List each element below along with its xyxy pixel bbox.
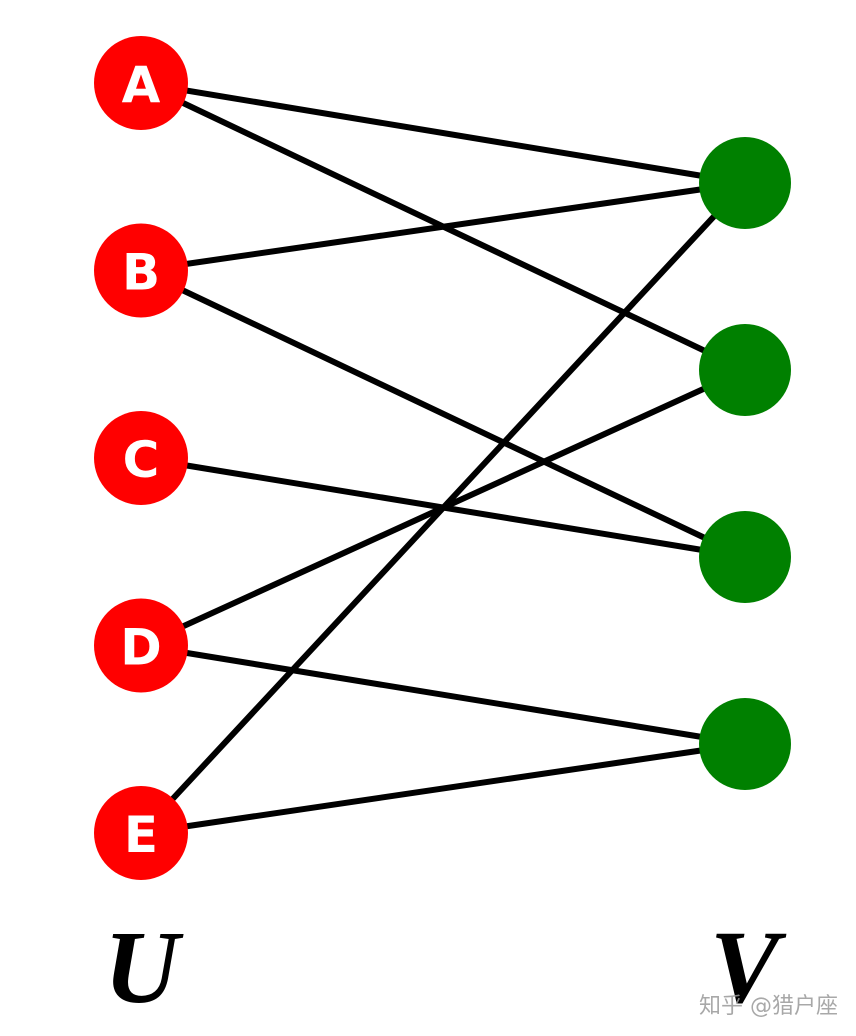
v-node-v1 bbox=[699, 137, 791, 229]
u-node-label: E bbox=[124, 806, 158, 864]
u-node-A: A bbox=[94, 36, 188, 130]
v-node-set bbox=[699, 137, 791, 790]
u-node-label: B bbox=[122, 244, 160, 302]
edge-D-v4 bbox=[138, 642, 748, 747]
set-label-u: U bbox=[104, 910, 180, 1025]
edge-E-v4 bbox=[138, 741, 748, 836]
v-node-v2 bbox=[699, 324, 791, 416]
u-node-E: E bbox=[94, 786, 188, 880]
u-node-set: A B C D E bbox=[94, 36, 188, 880]
u-node-B: B bbox=[94, 223, 188, 318]
u-node-C: C bbox=[94, 411, 188, 505]
u-node-label: C bbox=[123, 431, 160, 489]
v-node-v4 bbox=[699, 698, 791, 790]
u-node-circle bbox=[94, 223, 188, 318]
edge-E-v1 bbox=[138, 180, 748, 836]
u-node-D: D bbox=[94, 598, 188, 693]
edges bbox=[138, 80, 748, 836]
set-label-v: V bbox=[710, 910, 780, 1025]
u-node-label: A bbox=[122, 56, 161, 114]
u-node-circle bbox=[94, 598, 188, 693]
edge-B-v1 bbox=[138, 180, 748, 274]
edge-A-v1 bbox=[138, 80, 748, 186]
u-node-circle bbox=[94, 36, 188, 130]
watermark: 知乎 @猎户座 bbox=[699, 994, 838, 1019]
u-node-circle bbox=[94, 786, 188, 880]
edge-B-v3 bbox=[138, 267, 748, 560]
u-node-label: D bbox=[120, 619, 162, 677]
v-node-v3 bbox=[699, 511, 791, 603]
u-node-circle bbox=[94, 411, 188, 505]
